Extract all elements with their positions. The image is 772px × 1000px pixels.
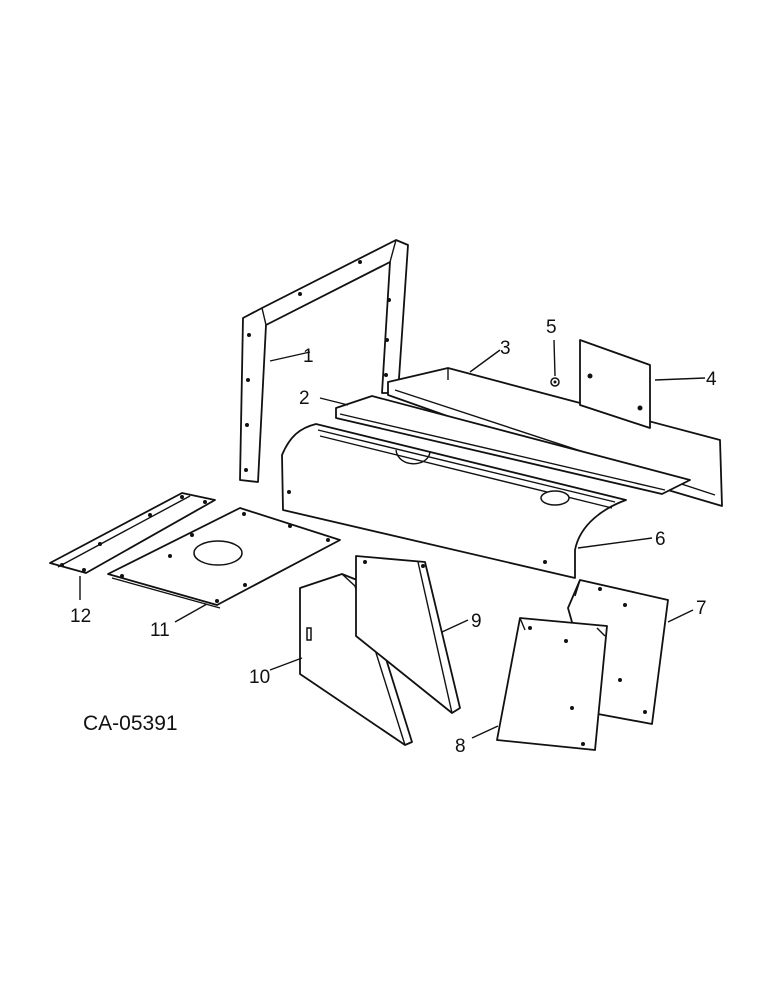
leader-5 — [553, 339, 556, 377]
callout-11: 11 — [150, 620, 170, 641]
part-11-floor-plate — [107, 507, 341, 609]
part-1-frame-bracket — [239, 239, 409, 483]
callout-7: 7 — [696, 598, 707, 619]
callout-1: 1 — [303, 346, 314, 367]
leader-3 — [469, 349, 501, 373]
leader-8 — [471, 725, 499, 739]
callout-8: 8 — [455, 736, 466, 757]
callout-4: 4 — [706, 369, 717, 390]
part-8-front-panel — [496, 617, 608, 751]
callout-2: 2 — [299, 388, 310, 409]
leader-7 — [667, 609, 694, 623]
leader-6 — [577, 537, 653, 549]
callout-labels: 1 2 3 4 5 6 7 8 9 10 11 12 — [70, 317, 717, 757]
callout-9: 9 — [471, 611, 482, 632]
leader-9 — [441, 619, 469, 633]
callout-12: 12 — [70, 606, 91, 627]
part-6-main-shroud — [281, 423, 627, 579]
part-12-side-plate — [49, 492, 216, 574]
leader-1 — [269, 351, 311, 362]
callout-10: 10 — [249, 667, 270, 688]
part-2-top-strip — [335, 395, 691, 495]
part-4-small-plate — [579, 339, 651, 429]
callout-5: 5 — [546, 317, 557, 338]
leader-lines — [79, 339, 706, 739]
callout-6: 6 — [655, 529, 666, 550]
part-9-tapered-panel — [355, 555, 461, 714]
leader-2 — [319, 397, 349, 406]
diagram-code: CA-05391 — [83, 712, 178, 735]
leader-10 — [269, 657, 303, 671]
leader-4 — [654, 377, 706, 381]
part-5-nut — [550, 377, 560, 387]
leader-11 — [174, 603, 208, 623]
callout-3: 3 — [500, 338, 511, 359]
